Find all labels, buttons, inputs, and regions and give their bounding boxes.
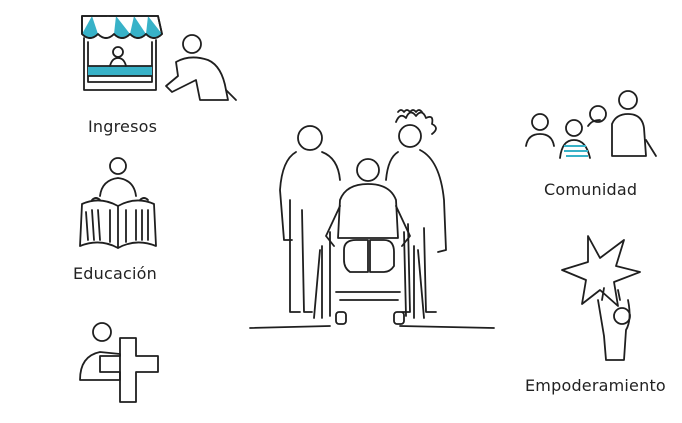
book-reader-icon bbox=[79, 157, 157, 249]
label-comunidad: Comunidad bbox=[544, 180, 638, 199]
label-educacion: Educación bbox=[73, 264, 157, 283]
label-empoderamiento: Empoderamiento bbox=[525, 376, 666, 395]
health-cross-icon bbox=[79, 322, 159, 403]
community-group-icon bbox=[525, 90, 657, 159]
label-ingresos: Ingresos bbox=[88, 117, 158, 136]
star-empowerment-icon bbox=[561, 235, 641, 361]
shop-icon bbox=[81, 15, 237, 101]
wheelchair-group-icon bbox=[249, 109, 495, 329]
